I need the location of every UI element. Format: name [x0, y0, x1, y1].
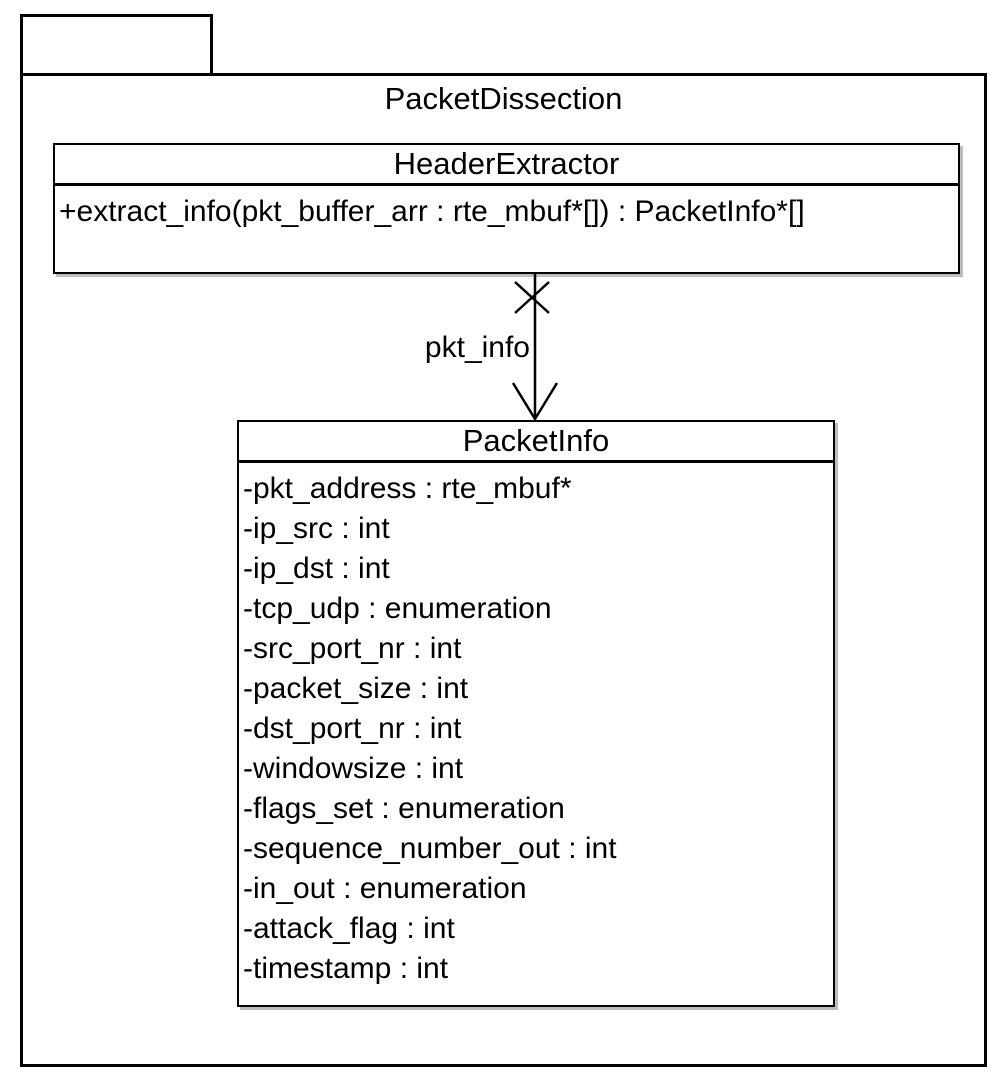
attribute-dst-port-nr: -dst_port_nr : int [243, 712, 462, 745]
non-navigable-x-icon [514, 281, 550, 314]
class-headerextractor[interactable]: HeaderExtractor +extract_info(pkt_buffer… [53, 143, 960, 274]
package-name-label: PacketDissection [384, 81, 623, 116]
attribute-attack-flag: -attack_flag : int [243, 912, 455, 945]
attribute-src-port-nr: -src_port_nr : int [243, 632, 462, 665]
attribute-sequence-number-out: -sequence_number_out : int [243, 832, 617, 865]
package-tab[interactable] [20, 14, 213, 76]
association-label: pkt_info [424, 331, 530, 364]
class-packetinfo[interactable]: PacketInfo -pkt_address : rte_mbuf* -ip_… [237, 420, 835, 1007]
class-packetinfo-name-label: PacketInfo [239, 422, 833, 463]
attribute-ip-src: -ip_src : int [243, 512, 390, 545]
attribute-windowsize: -windowsize : int [243, 752, 464, 785]
attribute-tcp-udp: -tcp_udp : enumeration [243, 592, 552, 625]
attribute-ip-dst: -ip_dst : int [243, 552, 390, 585]
class-headerextractor-name-label: HeaderExtractor [55, 145, 958, 186]
attribute-pkt-address: -pkt_address : rte_mbuf* [243, 472, 572, 505]
class-headerextractor-operations: +extract_info(pkt_buffer_arr : rte_mbuf*… [55, 186, 958, 232]
open-arrowhead-icon [511, 382, 559, 422]
operation-extract-info: +extract_info(pkt_buffer_arr : rte_mbuf*… [59, 195, 805, 228]
attribute-packet-size: -packet_size : int [243, 672, 469, 705]
attribute-timestamp: -timestamp : int [243, 952, 449, 985]
attribute-in-out: -in_out : enumeration [243, 872, 527, 905]
class-packetinfo-attributes: -pkt_address : rte_mbuf* -ip_src : int -… [239, 463, 833, 989]
attribute-flags-set: -flags_set : enumeration [243, 792, 565, 825]
